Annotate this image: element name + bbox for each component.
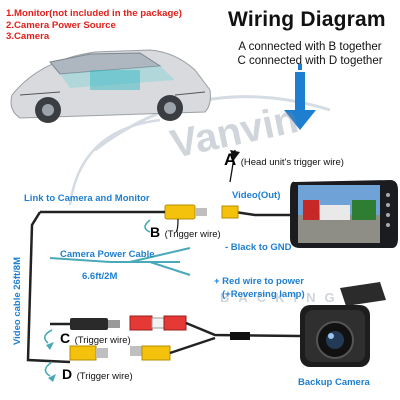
d-arrow (44, 361, 53, 377)
down-arrow-icon (284, 64, 316, 130)
b-wire (175, 218, 179, 233)
label-c: C (Trigger wire) (60, 330, 131, 346)
label-b: B (Trigger wire) (150, 224, 221, 240)
c-arrow (44, 329, 53, 344)
rca-yellow-d (141, 345, 171, 361)
rca-red (129, 315, 153, 331)
label-video-out: Video(Out) (232, 190, 281, 201)
legend: 1.Monitor(not included in the package) 2… (6, 8, 182, 43)
dc-plug (70, 318, 108, 330)
monitor-rca-yellow (221, 205, 239, 219)
camera-cable (185, 321, 301, 338)
link-rca-yellow (164, 204, 196, 220)
video-cable (26, 211, 71, 364)
label-video-cable: Video cable 26ft/8M (12, 257, 23, 345)
page-title: Wiring Diagram (228, 8, 386, 31)
label-black-gnd: - Black to GND (225, 242, 292, 253)
car-illustration (10, 49, 211, 123)
subtitle-line-ab: A connected with B together (238, 41, 382, 53)
label-a: A (Head unit's trigger wire) (224, 150, 344, 169)
legend-item-camera: 3.Camera (6, 31, 50, 42)
label-backup-camera: Backup Camera (298, 377, 370, 388)
power-cable (49, 257, 180, 263)
monitor-illustration (290, 180, 398, 248)
legend-item-power: 2.Camera Power Source (6, 19, 116, 31)
subtitle: A connected with B together C connected … (220, 40, 400, 68)
monitor-video-cable (234, 210, 290, 217)
b-arrow (144, 219, 151, 233)
legend-item-monitor: 1.Monitor(not included in the package) (6, 8, 182, 19)
camera-illustration (300, 282, 386, 367)
label-d: D (Trigger wire) (62, 366, 133, 382)
rca-yellow-c (69, 345, 97, 361)
label-length: 6.6ft/2M (82, 271, 118, 282)
label-link: Link to Camera and Monitor (24, 193, 150, 204)
subtitle-line-cd: C connected with D together (237, 55, 383, 67)
watermark-tag: BACKING (220, 290, 344, 305)
label-power-cable: Camera Power Cable (60, 249, 155, 260)
label-red-power: + Red wire to power (214, 276, 305, 287)
label-reversing: (+Reversing lamp) (222, 289, 305, 300)
